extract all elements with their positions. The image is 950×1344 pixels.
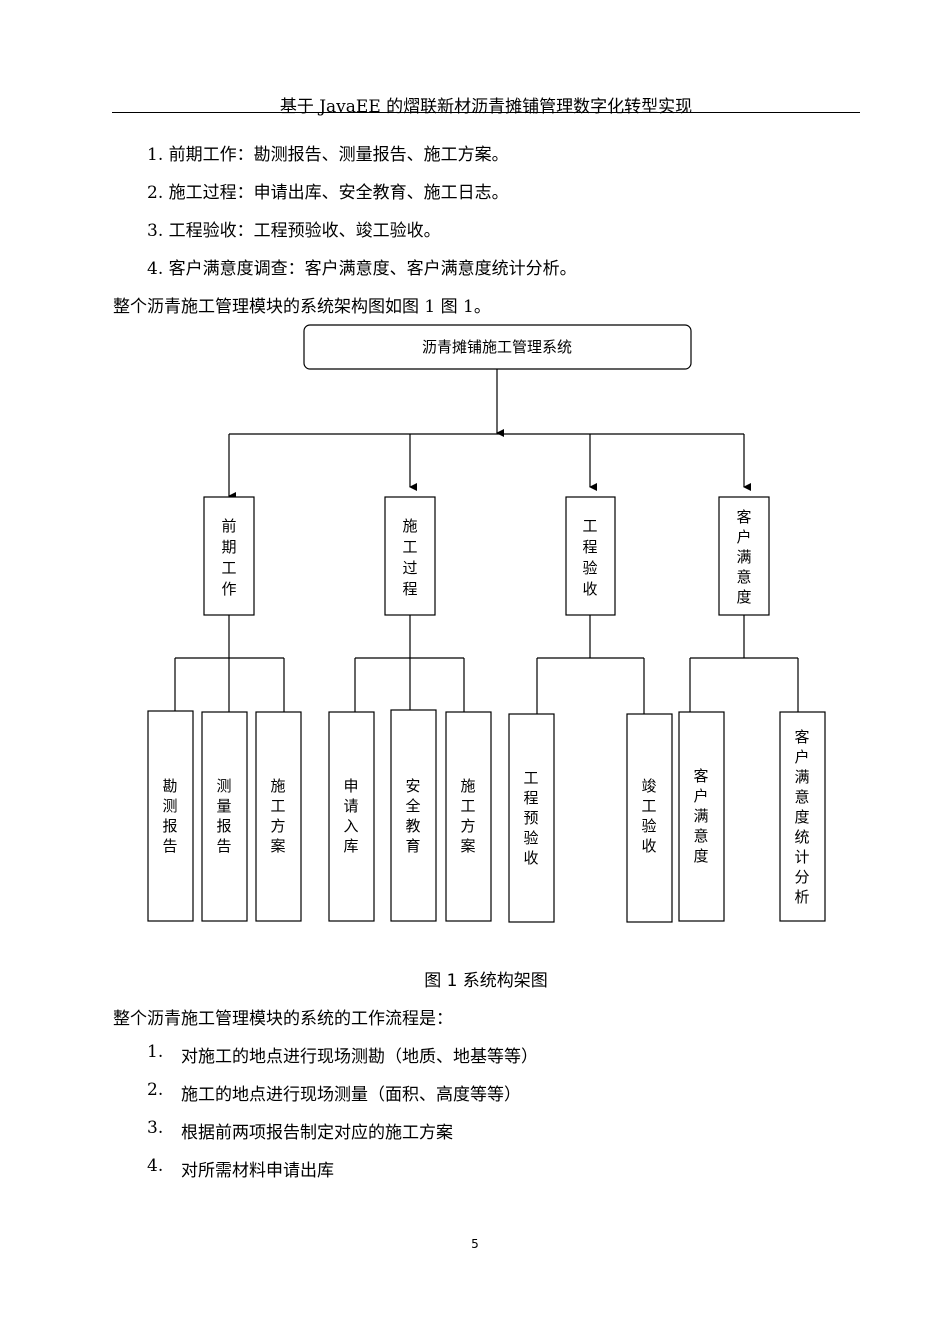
workflow-step-number: 1. xyxy=(147,1042,164,1062)
intro-item-3: 3. 工程验收：工程预验收、竣工验收。 xyxy=(147,221,441,241)
group-node-4-label: 客户满意度 xyxy=(736,508,751,606)
root-node-label: 沥青摊铺施工管理系统 xyxy=(422,338,572,356)
workflow-step-text: 根据前两项报告制定对应的施工方案 xyxy=(181,1123,453,1143)
leaf-node: 施工方案 xyxy=(255,711,302,922)
leaf-node-label: 工程预验收 xyxy=(523,769,538,867)
leaf-node-label: 竣工验收 xyxy=(641,777,656,855)
leaf-node-label: 安全教育 xyxy=(405,777,420,855)
leaf-node-label: 客户满意度 xyxy=(693,767,708,865)
group-node-4: 客户满意度 xyxy=(718,496,770,616)
group-2-connectors xyxy=(354,615,465,712)
leaf-node-label: 勘测报告 xyxy=(162,777,177,855)
leaf-node: 施工方案 xyxy=(445,711,492,922)
leaf-node-label: 客户满意度统计分析 xyxy=(794,728,809,906)
intro-item-2: 2. 施工过程：申请出库、安全教育、施工日志。 xyxy=(147,183,509,203)
leaf-node: 安全教育 xyxy=(390,709,437,922)
group-node-2: 施工过程 xyxy=(384,496,436,616)
group-node-3: 工程验收 xyxy=(565,496,616,616)
leaf-node-label: 申请入库 xyxy=(343,777,358,855)
leaf-node: 申请入库 xyxy=(328,711,375,922)
leaf-node: 客户满意度 xyxy=(678,711,725,922)
workflow-intro: 整个沥青施工管理模块的系统的工作流程是： xyxy=(113,1009,453,1029)
group-1-connectors xyxy=(174,615,285,712)
leaf-node: 工程预验收 xyxy=(508,713,555,923)
group-3-connectors xyxy=(536,615,645,714)
page-number: 5 xyxy=(471,1237,479,1251)
figure-caption: 图 1 系统构架图 xyxy=(424,971,548,991)
leaf-node: 竣工验收 xyxy=(626,713,673,923)
header-rule xyxy=(112,112,860,113)
leaf-node: 勘测报告 xyxy=(147,710,194,922)
workflow-step-number: 2. xyxy=(147,1080,164,1100)
workflow-step-text: 对施工的地点进行现场测勘（地质、地基等等） xyxy=(181,1047,538,1067)
group-node-1: 前期工作 xyxy=(203,496,255,616)
group-node-3-label: 工程验收 xyxy=(582,517,597,598)
intro-item-1: 1. 前期工作：勘测报告、测量报告、施工方案。 xyxy=(147,145,509,165)
intro-item-4: 4. 客户满意度调查：客户满意度、客户满意度统计分析。 xyxy=(147,259,577,279)
figure-intro: 整个沥青施工管理模块的系统架构图如图 1 图 1。 xyxy=(113,297,491,317)
group-4-connectors xyxy=(689,615,799,712)
workflow-step-number: 4. xyxy=(147,1156,164,1176)
workflow-step-text: 施工的地点进行现场测量（面积、高度等等） xyxy=(181,1085,521,1105)
workflow-step-number: 3. xyxy=(147,1118,164,1138)
leaf-node: 客户满意度统计分析 xyxy=(779,711,826,922)
leaf-node-label: 施工方案 xyxy=(460,777,475,855)
leaf-node: 测量报告 xyxy=(201,711,248,922)
leaf-node-label: 施工方案 xyxy=(270,777,285,855)
leaf-node-label: 测量报告 xyxy=(216,777,231,855)
group-node-2-label: 施工过程 xyxy=(402,517,417,598)
group-node-1-label: 前期工作 xyxy=(221,517,236,598)
workflow-step-text: 对所需材料申请出库 xyxy=(181,1161,334,1181)
